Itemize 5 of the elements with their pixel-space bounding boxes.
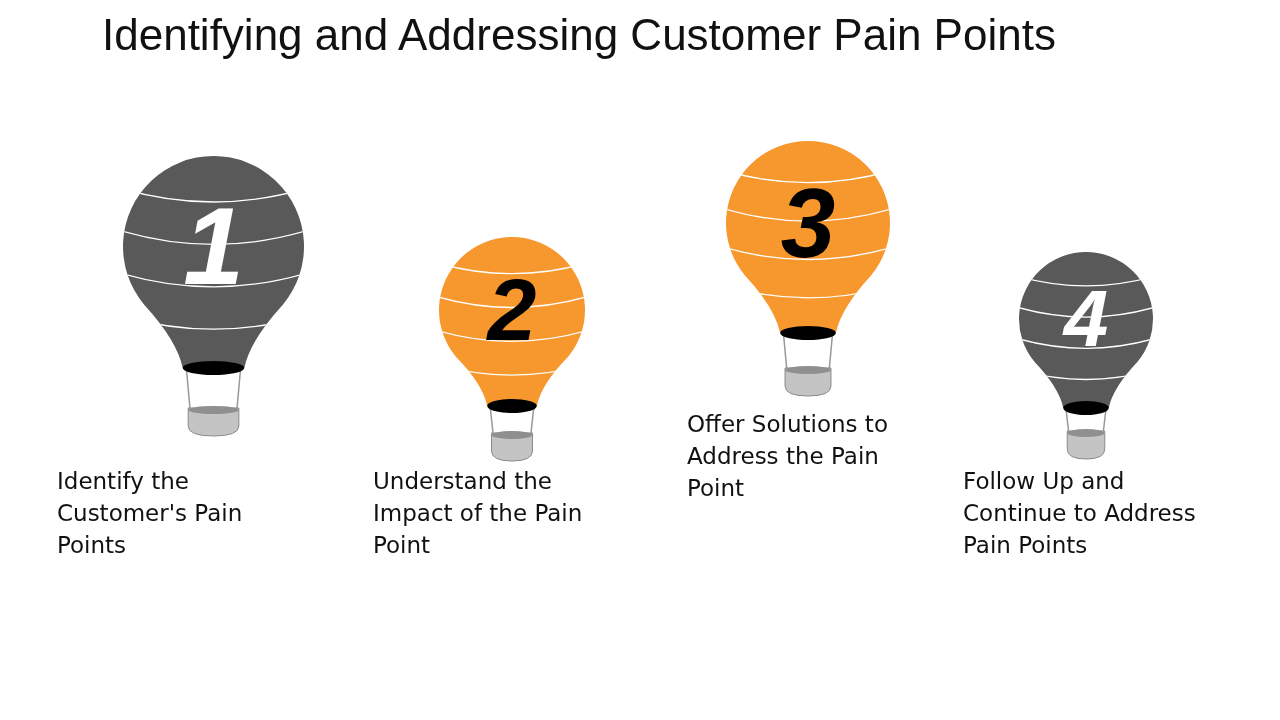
diagram-title: Identifying and Addressing Customer Pain Points	[102, 10, 1056, 60]
step-caption: Offer Solutions to Address the Pain Point	[687, 410, 889, 503]
step-caption: Identify the Customer's Pain Points	[57, 467, 244, 560]
step-caption: Understand the Impact of the Pain Point	[373, 467, 584, 560]
step-caption: Follow Up and Continue to Address Pain Points	[963, 467, 1197, 560]
